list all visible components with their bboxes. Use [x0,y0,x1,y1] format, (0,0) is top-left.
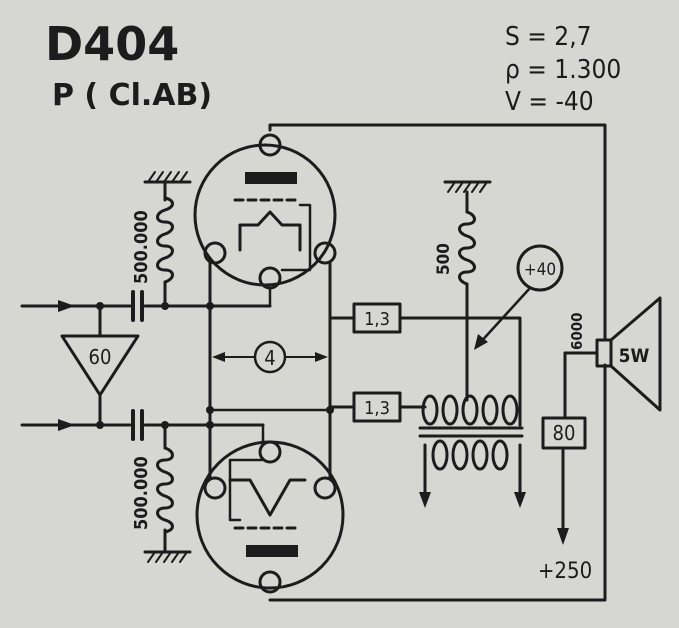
spec-rho: ρ = 1.300 [505,55,621,85]
grid-resistor-bottom [156,446,174,534]
bottom-feedback-wire [268,363,607,602]
driver-gain-label: 60 [89,345,112,369]
grid-resistor-top [156,196,174,284]
speaker-coil [595,338,613,368]
output-resistor-label: 500 [434,243,454,275]
speaker-cone [609,296,662,412]
ratio-label-upper: 1,3 [364,309,390,330]
bias-marker [516,244,564,292]
spacing-marker [253,340,287,374]
upper-tube [193,133,337,290]
operating-mode: P ( Cl.AB) [52,78,212,113]
top-feedback-wire [268,123,607,342]
speaker-power-label: 5W [619,345,650,367]
output-resistor [458,210,476,286]
spec-v: V = -40 [505,87,594,117]
lower-tube [195,440,345,594]
spacing-label: 4 [264,346,275,370]
output-transformer [418,394,526,508]
bias-voltage-label: +40 [524,260,556,280]
resistor-bottom-label: 500.000 [131,456,152,530]
supply-box-label: 80 [553,421,576,445]
tube-type-title: D404 [45,17,179,71]
spec-s: S = 2,7 [505,22,592,52]
resistor-top-label: 500.000 [131,210,152,284]
speaker-impedance-label: 6000 [568,312,586,350]
ratio-label-lower: 1,3 [364,398,390,419]
supply-voltage-label: +250 [538,559,592,584]
